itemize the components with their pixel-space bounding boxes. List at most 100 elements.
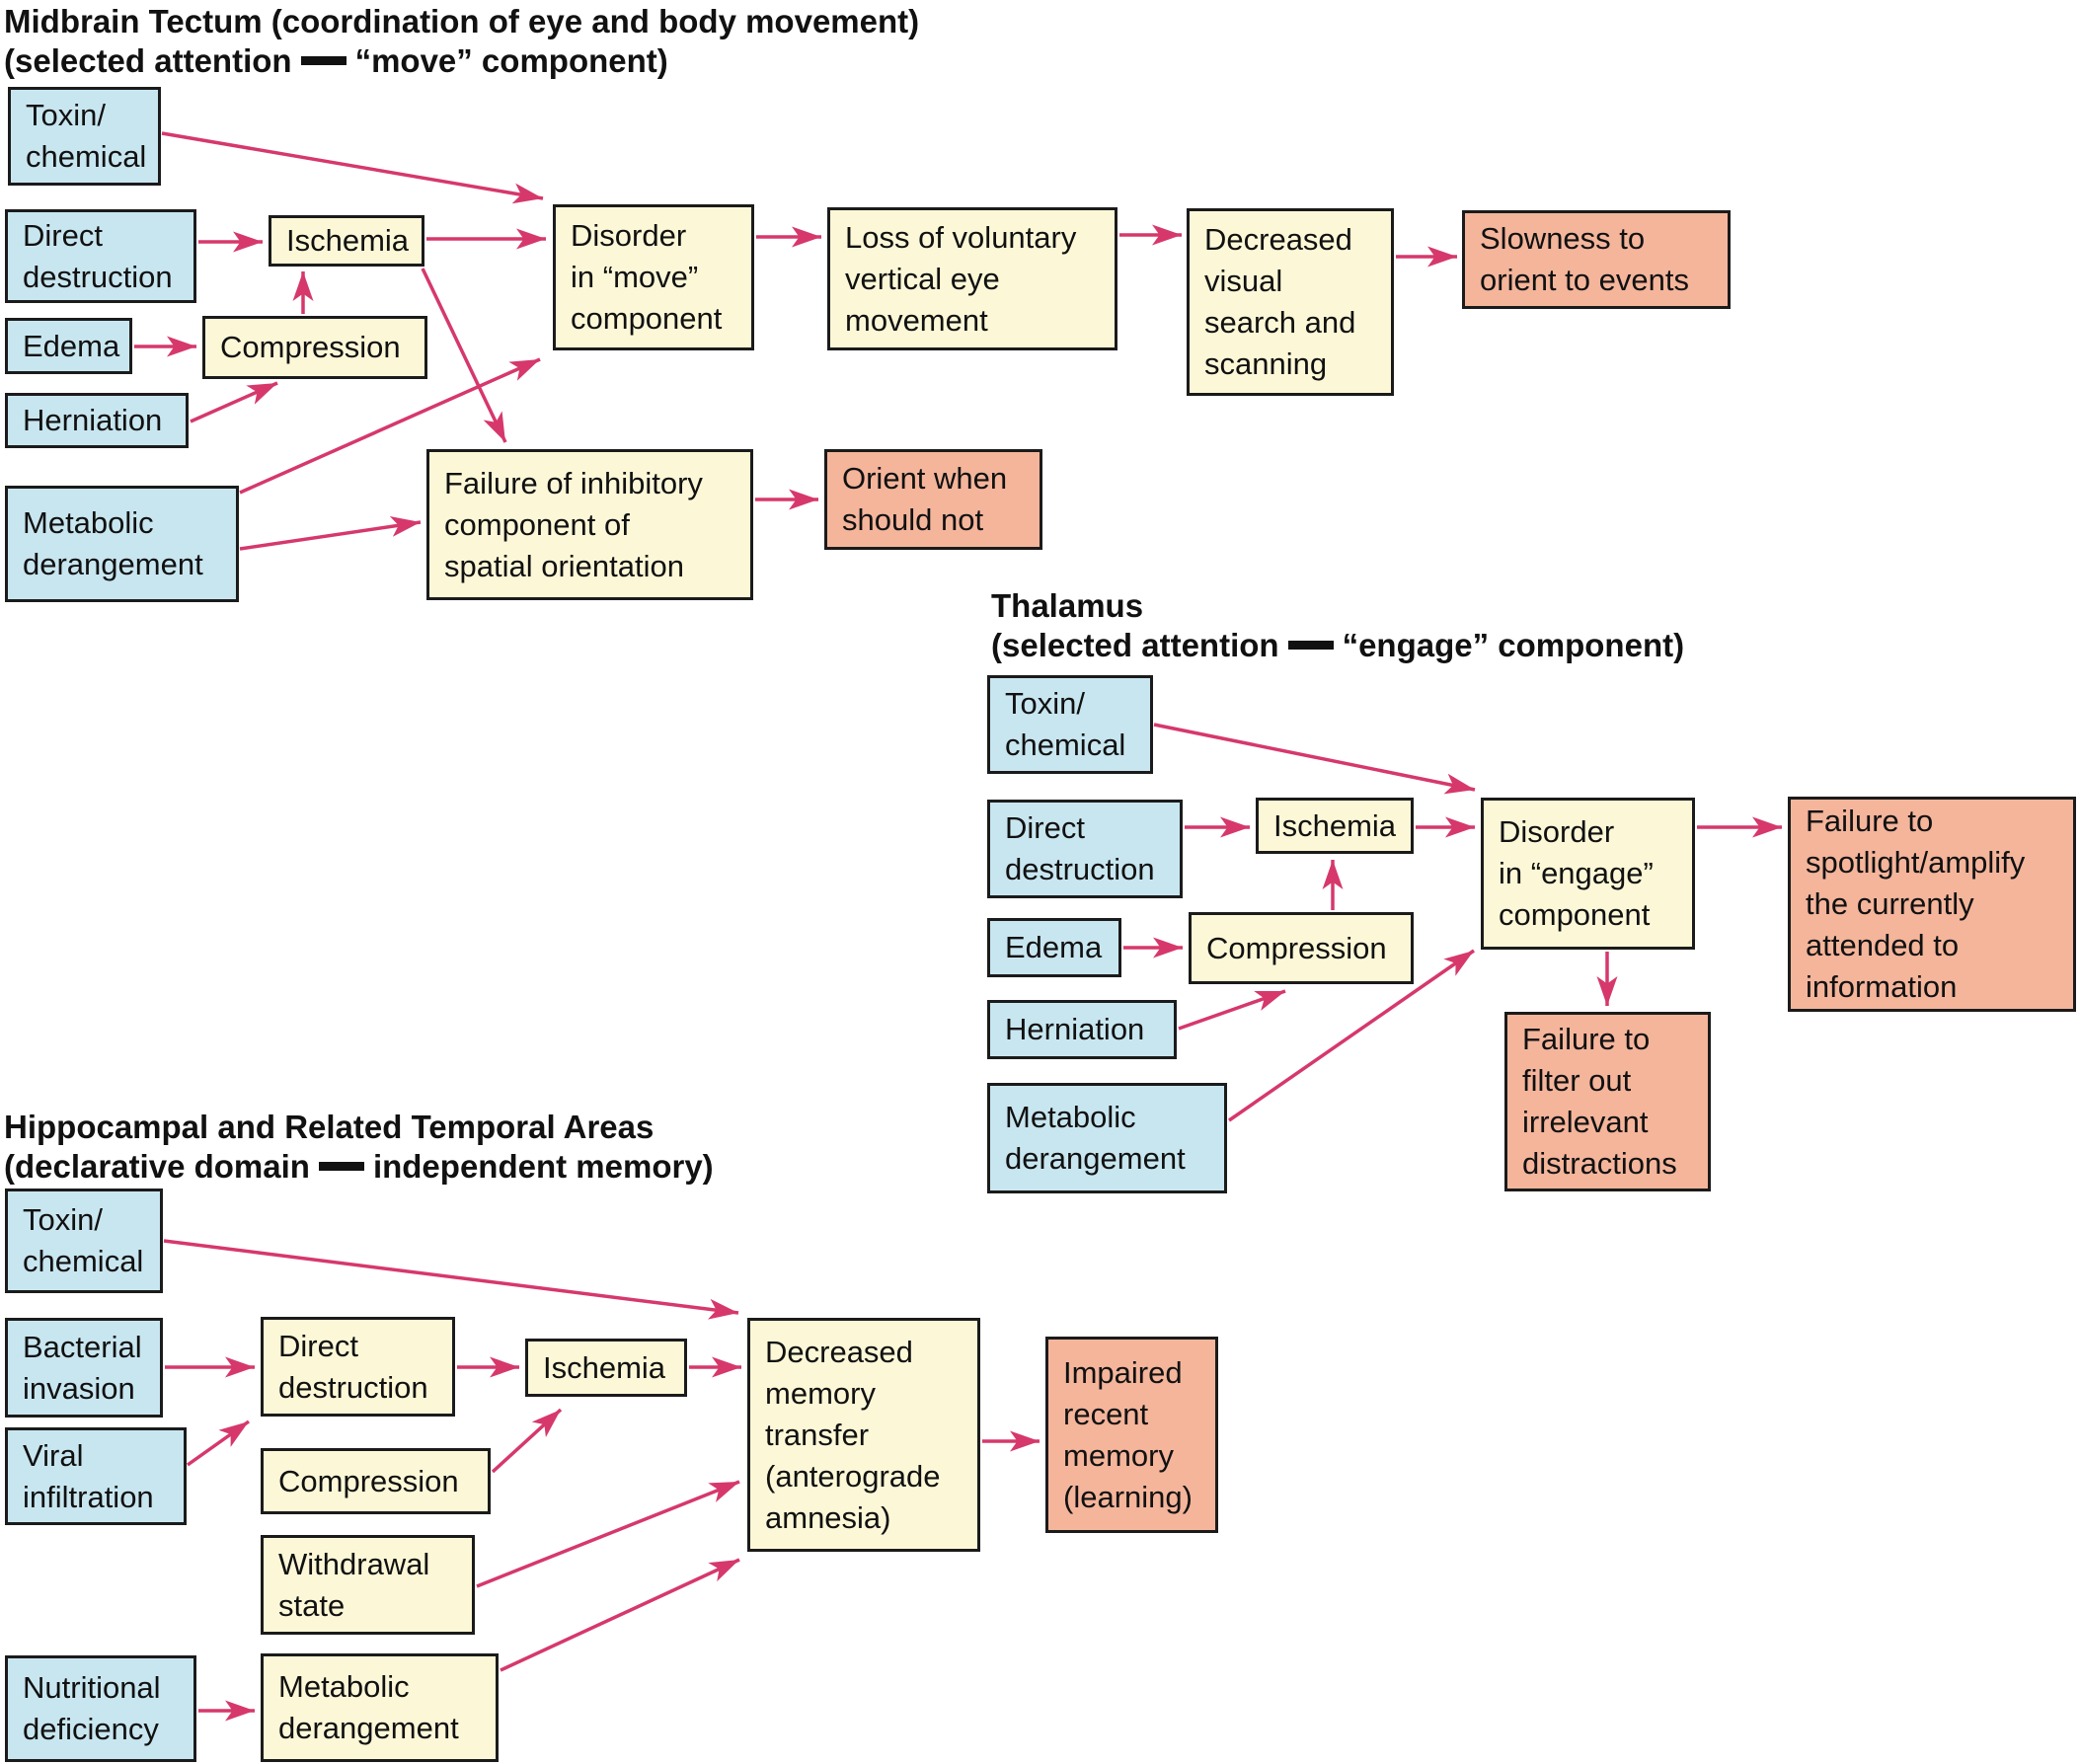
node-label-line: Compression: [1206, 930, 1387, 965]
node-label-line: derangement: [278, 1711, 459, 1745]
section-title-hippocampal-temporal: Hippocampal and Related Temporal Areas (…: [4, 1108, 714, 1187]
arrow-hippocampal-temporal-withdrawal-state-to-decreased-memory-transfer: [476, 1480, 740, 1588]
node-label-line: Failure to: [1806, 804, 1934, 838]
node-midbrain-tectum-compression: Compression: [202, 316, 427, 379]
node-label-line: chemical: [26, 139, 147, 174]
subtitle-pre: (selected attention: [4, 42, 292, 79]
node-label-line: Bacterial: [23, 1329, 142, 1364]
arrow-midbrain-tectum-toxin-chemical-to-disorder-move: [161, 131, 544, 204]
node-label-line: component: [571, 301, 723, 336]
node-label-line: (learning): [1063, 1479, 1193, 1514]
section-subtitle-text: (selected attention“move” component): [4, 41, 919, 81]
node-label-line: scanning: [1204, 346, 1328, 381]
node-hippocampal-temporal-compression: Compression: [261, 1448, 491, 1514]
section-title-text: Hippocampal and Related Temporal Areas: [4, 1109, 655, 1145]
node-label-line: Failure of inhibitory: [444, 465, 703, 500]
node-label-line: Direct: [1005, 810, 1085, 845]
node-label-line: Impaired: [1063, 1354, 1183, 1390]
node-label-line: Withdrawal: [278, 1546, 430, 1581]
section-title-text: Midbrain Tectum (coordination of eye and…: [4, 3, 920, 39]
node-hippocampal-temporal-nutritional-deficiency: Nutritional deficiency: [5, 1655, 196, 1762]
subtitle-post: “engage” component): [1342, 627, 1685, 663]
section-title-thalamus: Thalamus (selected attention“engage” com…: [991, 586, 1684, 665]
node-label-line: Edema: [23, 328, 120, 363]
node-label-line: Edema: [1005, 930, 1103, 964]
node-thalamus-compression: Compression: [1189, 912, 1414, 984]
node-label-line: chemical: [1005, 728, 1126, 762]
node-label-line: Compression: [220, 330, 401, 364]
node-label-line: search and: [1204, 305, 1356, 340]
node-label-line: Toxin/: [1005, 686, 1085, 721]
node-label-line: transfer: [765, 1417, 870, 1452]
node-label-line: spatial orientation: [444, 548, 684, 583]
node-label-line: filter out: [1522, 1063, 1632, 1098]
node-label-line: recent: [1063, 1396, 1149, 1431]
node-label-line: Disorder: [571, 218, 687, 253]
node-label-line: chemical: [23, 1244, 144, 1278]
node-hippocampal-temporal-ischemia: Ischemia: [525, 1339, 687, 1397]
arrow-thalamus-herniation-to-compression: [1178, 989, 1286, 1031]
node-label-line: movement: [845, 302, 988, 338]
node-midbrain-tectum-edema: Edema: [5, 318, 132, 374]
section-subtitle-text: (selected attention “engage” component): [991, 626, 1684, 665]
subtitle-pre: (declarative domain: [4, 1148, 310, 1185]
node-label-line: Metabolic: [23, 505, 154, 540]
arrow-thalamus-toxin-chemical-to-disorder-engage: [1153, 723, 1476, 795]
node-label-line: Ischemia: [1273, 807, 1397, 843]
arrow-hippocampal-temporal-viral-infiltration-to-direct-destruction: [186, 1419, 251, 1467]
node-label-line: Metabolic: [1005, 1100, 1136, 1134]
node-label-line: attended to: [1806, 928, 1960, 962]
node-label-line: Decreased: [1204, 222, 1352, 257]
node-hippocampal-temporal-toxin-chemical: Toxin/chemical: [5, 1189, 163, 1293]
arrow-midbrain-tectum-herniation-to-compression: [190, 381, 278, 423]
subtitle-post: independent memory): [372, 1148, 714, 1185]
node-label-line: Nutritional: [23, 1670, 161, 1705]
node-label-line: spotlight/amplify: [1806, 845, 2026, 880]
node-label-line: Orient when: [842, 461, 1008, 496]
node-label-line: the currently: [1806, 886, 1974, 921]
node-thalamus-edema: Edema: [987, 918, 1121, 977]
node-label-line: state: [278, 1587, 346, 1623]
node-thalamus-toxin-chemical: Toxin/chemical: [987, 675, 1153, 774]
node-label-line: Herniation: [1005, 1012, 1145, 1046]
node-label-line: derangement: [1005, 1141, 1186, 1176]
node-label-line: Ischemia: [543, 1349, 666, 1385]
node-label-line: amnesia): [765, 1499, 891, 1535]
node-thalamus-ischemia: Ischemia: [1256, 798, 1414, 854]
node-label-line: infiltration: [23, 1479, 154, 1514]
node-label-line: should not: [842, 502, 984, 537]
node-label-line: destruction: [278, 1369, 428, 1405]
node-label-line: memory: [1063, 1437, 1174, 1473]
node-label-line: destruction: [1005, 852, 1155, 886]
em-dash-bar-icon: [318, 1162, 364, 1172]
node-label-line: Decreased: [765, 1334, 913, 1369]
node-midbrain-tectum-herniation: Herniation: [5, 393, 189, 448]
node-label-line: Loss of voluntary: [845, 219, 1077, 255]
node-label-line: memory: [765, 1375, 876, 1411]
subtitle-pre: (selected attention: [991, 627, 1279, 663]
node-label-line: visual: [1204, 264, 1283, 298]
node-label-line: component: [1499, 897, 1651, 932]
node-midbrain-tectum-decreased-visual-search: Decreased visual search and scanning: [1187, 208, 1394, 396]
section-title-midbrain-tectum: Midbrain Tectum (coordination of eye and…: [4, 2, 919, 81]
node-label-line: distractions: [1522, 1146, 1677, 1181]
node-label-line: deficiency: [23, 1712, 159, 1746]
node-label-line: Compression: [278, 1463, 459, 1498]
node-label-line: Disorder: [1499, 814, 1615, 849]
arrow-hippocampal-temporal-metabolic-derangement-to-decreased-memory-transfer: [500, 1558, 740, 1672]
em-dash-bar-icon: [300, 56, 347, 66]
node-hippocampal-temporal-impaired-recent-memory: Impaired recent memory (learning): [1045, 1337, 1218, 1533]
arrow-midbrain-tectum-metabolic-derangement-to-failure-inhibitory: [239, 515, 422, 551]
node-thalamus-metabolic-derangement: Metabolic derangement: [987, 1083, 1227, 1193]
